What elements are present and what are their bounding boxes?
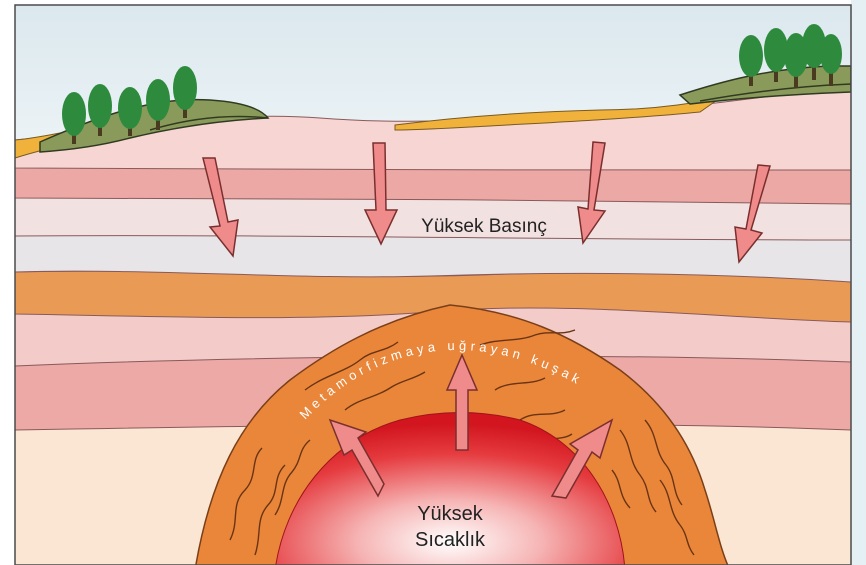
heat-label-line1: Yüksek: [417, 503, 484, 525]
layer-pink: [15, 166, 851, 204]
pressure-label: Yüksek Basınç: [421, 216, 547, 237]
heat-label-line2: Sıcaklık: [415, 529, 486, 551]
right-margin-band: [851, 0, 866, 565]
